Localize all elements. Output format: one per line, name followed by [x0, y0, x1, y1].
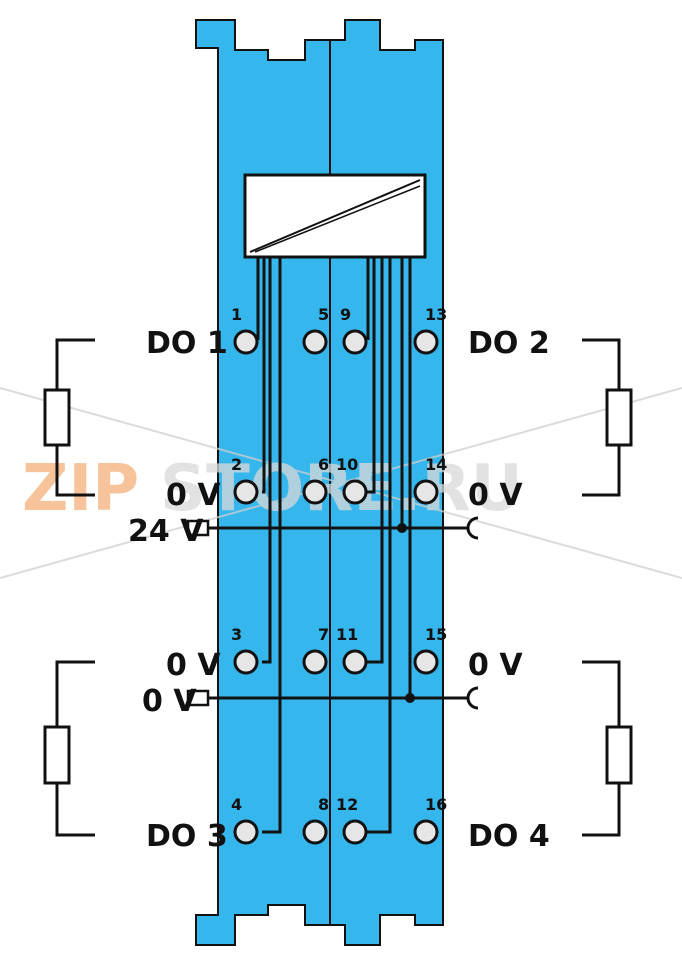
terminals [233, 329, 439, 845]
load-do4-wire [582, 660, 621, 837]
terminal-4 [233, 819, 259, 845]
label-do1: DO 1 [146, 326, 228, 361]
electronics-block [243, 173, 427, 259]
terminal-7 [302, 649, 328, 675]
label-do3: DO 3 [146, 819, 228, 854]
terminal-number: 5 [318, 305, 329, 324]
label-0v-left-2: 0 V [166, 648, 221, 683]
supply-rails [186, 516, 479, 710]
label-0v-left-1: 0 V [166, 478, 221, 513]
load-do2-wire [582, 338, 621, 497]
label-do4: DO 4 [468, 819, 550, 854]
terminal-number: 8 [318, 795, 329, 814]
terminal-number: 6 [318, 455, 329, 474]
label-0v-supply: 0 V [142, 684, 197, 719]
channel-labels: DO 1 DO 2 0 V 0 V 24 V 0 V 0 V 0 V DO 3 … [128, 326, 550, 854]
terminal-number: 12 [336, 795, 358, 814]
terminal-number: 1 [231, 305, 242, 324]
watermark-zip: ZIP [22, 452, 139, 526]
resistor-do4-icon [605, 725, 633, 785]
terminal-12 [342, 819, 368, 845]
terminal-number: 14 [425, 455, 447, 474]
terminal-number: 13 [425, 305, 447, 324]
label-0v-right-1: 0 V [468, 478, 523, 513]
terminal-numbers: 1 5 9 13 2 6 10 14 3 7 11 15 4 8 12 16 [231, 305, 447, 814]
watermark: ZIP STORE.RU [0, 387, 682, 579]
terminal-number: 16 [425, 795, 447, 814]
terminal-number: 9 [340, 305, 351, 324]
terminal-16 [413, 819, 439, 845]
load-do1-wire [55, 338, 95, 497]
terminal-3 [233, 649, 259, 675]
label-do2: DO 2 [468, 326, 550, 361]
terminal-number: 11 [336, 625, 358, 644]
terminal-2 [233, 479, 259, 505]
terminal-number: 4 [231, 795, 242, 814]
label-0v-right-2: 0 V [468, 648, 523, 683]
load-do3-wire [55, 660, 95, 837]
terminal-11 [342, 649, 368, 675]
terminal-8 [302, 819, 328, 845]
terminal-number: 15 [425, 625, 447, 644]
terminal-10 [342, 479, 368, 505]
terminal-1 [233, 329, 259, 355]
label-24v: 24 V [128, 514, 204, 549]
terminal-13 [413, 329, 439, 355]
resistor-do1-icon [43, 388, 71, 447]
terminal-number: 7 [318, 625, 329, 644]
terminal-number: 3 [231, 625, 242, 644]
terminal-9 [342, 329, 368, 355]
resistor-do3-icon [43, 725, 71, 785]
terminal-15 [413, 649, 439, 675]
watermark-store: STORE.RU [160, 452, 523, 526]
external-loads [43, 338, 633, 837]
terminal-14 [413, 479, 439, 505]
resistor-do2-icon [605, 388, 633, 447]
terminal-number: 2 [231, 455, 242, 474]
terminal-number: 10 [336, 455, 358, 474]
internal-wires [256, 257, 412, 834]
terminal-5 [302, 329, 328, 355]
terminal-6 [302, 479, 328, 505]
